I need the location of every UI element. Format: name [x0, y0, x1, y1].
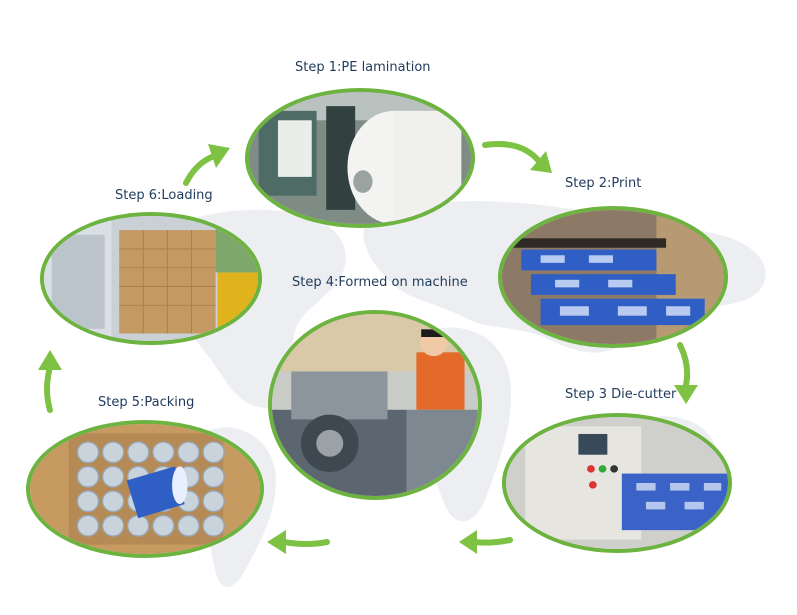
arrow-1-to-2	[482, 141, 552, 173]
photo-packing	[26, 420, 264, 558]
arrow-2-to-3	[674, 342, 698, 404]
arrow-5-to-6	[38, 350, 62, 413]
step-1-label: Step 1:PE lamination	[295, 60, 431, 75]
photo-formed-on-machine	[268, 310, 482, 500]
step-5-label: Step 5:Packing	[98, 395, 195, 410]
photo-print	[498, 206, 728, 348]
photo-die-cutter	[502, 413, 732, 553]
step-3-label: Step 3 Die-cutter	[565, 387, 677, 402]
arrow-4-to-5	[267, 530, 330, 554]
arrow-3-to-4	[459, 530, 513, 554]
step-4-label: Step 4:Formed on machine	[292, 275, 468, 290]
photo-pe-lamination	[245, 88, 475, 228]
step-2-label: Step 2:Print	[565, 176, 642, 191]
photo-loading	[40, 212, 262, 345]
arrow-6-to-1	[183, 144, 230, 186]
step-6-label: Step 6:Loading	[115, 188, 213, 203]
